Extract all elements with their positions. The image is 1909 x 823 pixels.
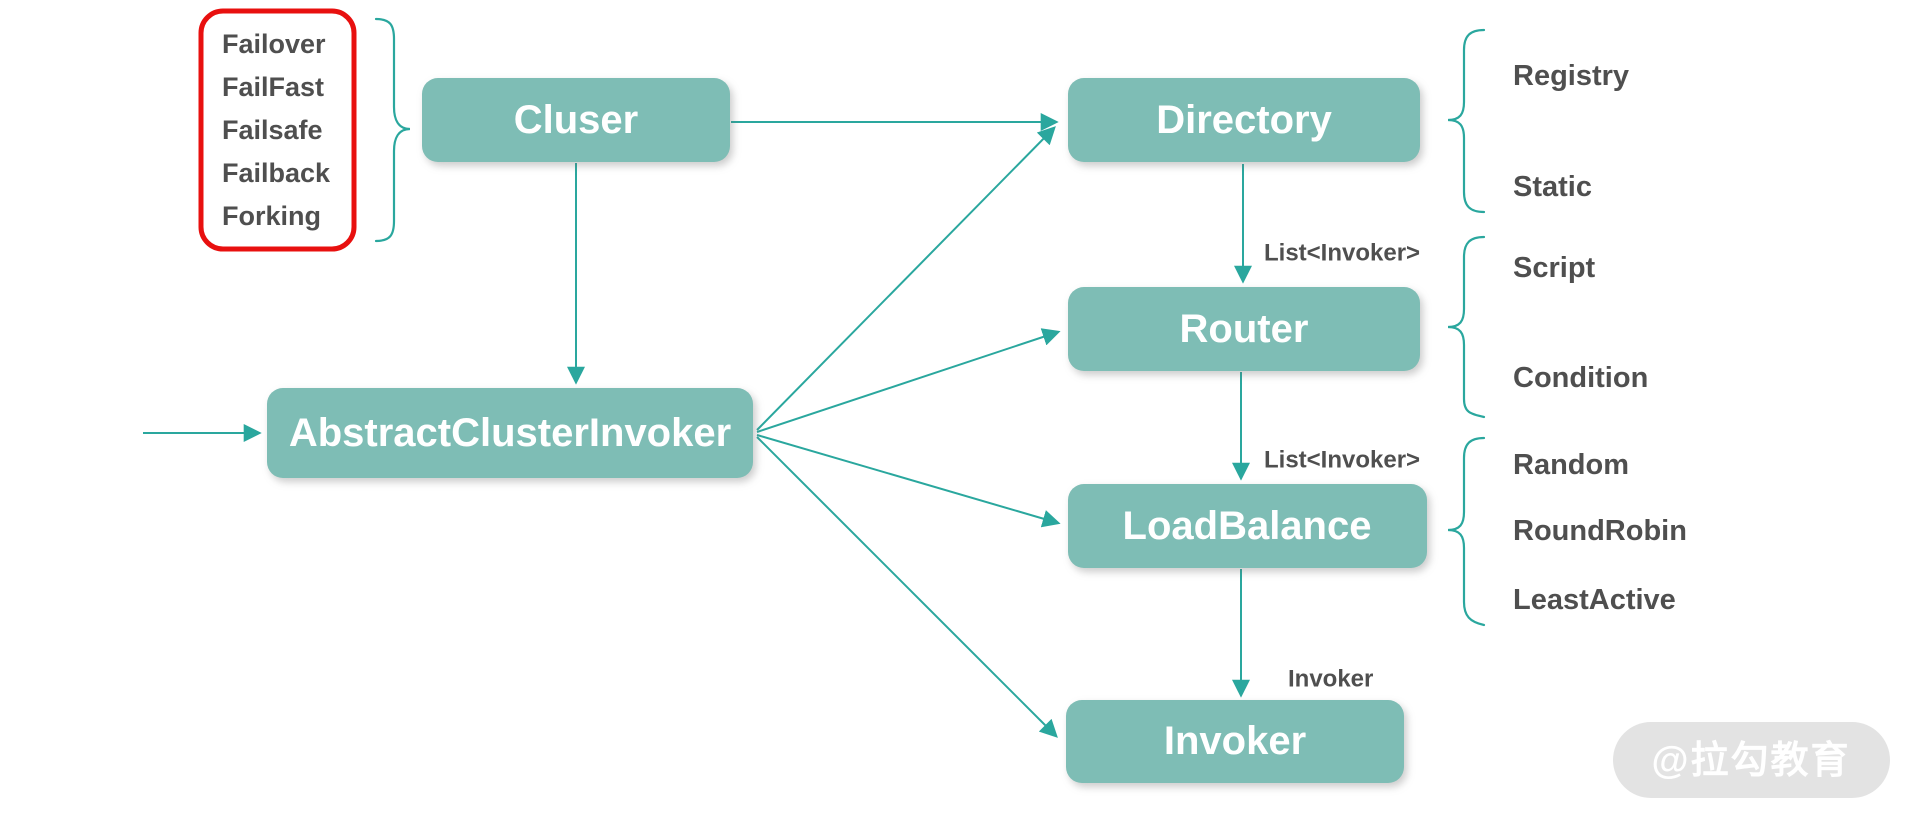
impl-registry: Registry <box>1513 60 1629 92</box>
edge-aci-to-loadbalance <box>756 434 1061 528</box>
node-loadbalance <box>1068 484 1427 568</box>
strategy-failsafe: Failsafe <box>222 115 323 145</box>
node-cluser-label: Cluser <box>514 98 639 142</box>
node-abstract-cluster-invoker-label: AbstractClusterInvoker <box>289 411 731 455</box>
brace-directory-impls <box>1447 28 1486 214</box>
watermark-text: @拉勾教育 <box>1651 740 1850 782</box>
brace-cluster-strategies <box>374 17 411 243</box>
edge-aci-to-directory <box>756 126 1056 431</box>
edge-label-list-invoker-1: List<Invoker> <box>1264 240 1420 267</box>
impl-leastactive: LeastActive <box>1513 584 1676 616</box>
node-abstract-cluster-invoker <box>267 388 753 478</box>
impl-random: Random <box>1513 449 1629 481</box>
impl-static: Static <box>1513 171 1592 203</box>
impl-roundrobin: RoundRobin <box>1513 515 1687 547</box>
node-invoker-label: Invoker <box>1164 719 1306 763</box>
node-loadbalance-label: LoadBalance <box>1123 504 1372 548</box>
edge-aci-to-invoker <box>756 436 1058 738</box>
brace-router-impls <box>1447 235 1486 419</box>
strategy-failfast: FailFast <box>222 72 324 102</box>
edge-aci-to-router <box>756 328 1061 433</box>
strategy-failback: Failback <box>222 158 331 188</box>
node-router <box>1068 287 1420 371</box>
edge-label-list-invoker-2: List<Invoker> <box>1264 447 1420 474</box>
edge-label-invoker: Invoker <box>1288 666 1373 693</box>
node-cluser <box>422 78 730 162</box>
node-directory-label: Directory <box>1156 98 1332 142</box>
cluster-strategies-highlight-box <box>198 8 357 252</box>
node-router-label: Router <box>1180 307 1309 351</box>
watermark-badge <box>1613 722 1890 798</box>
impl-condition: Condition <box>1513 362 1648 394</box>
brace-loadbalance-impls <box>1447 436 1486 627</box>
impl-script: Script <box>1513 252 1596 284</box>
strategy-forking: Forking <box>222 201 321 231</box>
strategy-failover: Failover <box>222 29 326 59</box>
node-directory <box>1068 78 1420 162</box>
node-invoker <box>1066 700 1404 783</box>
